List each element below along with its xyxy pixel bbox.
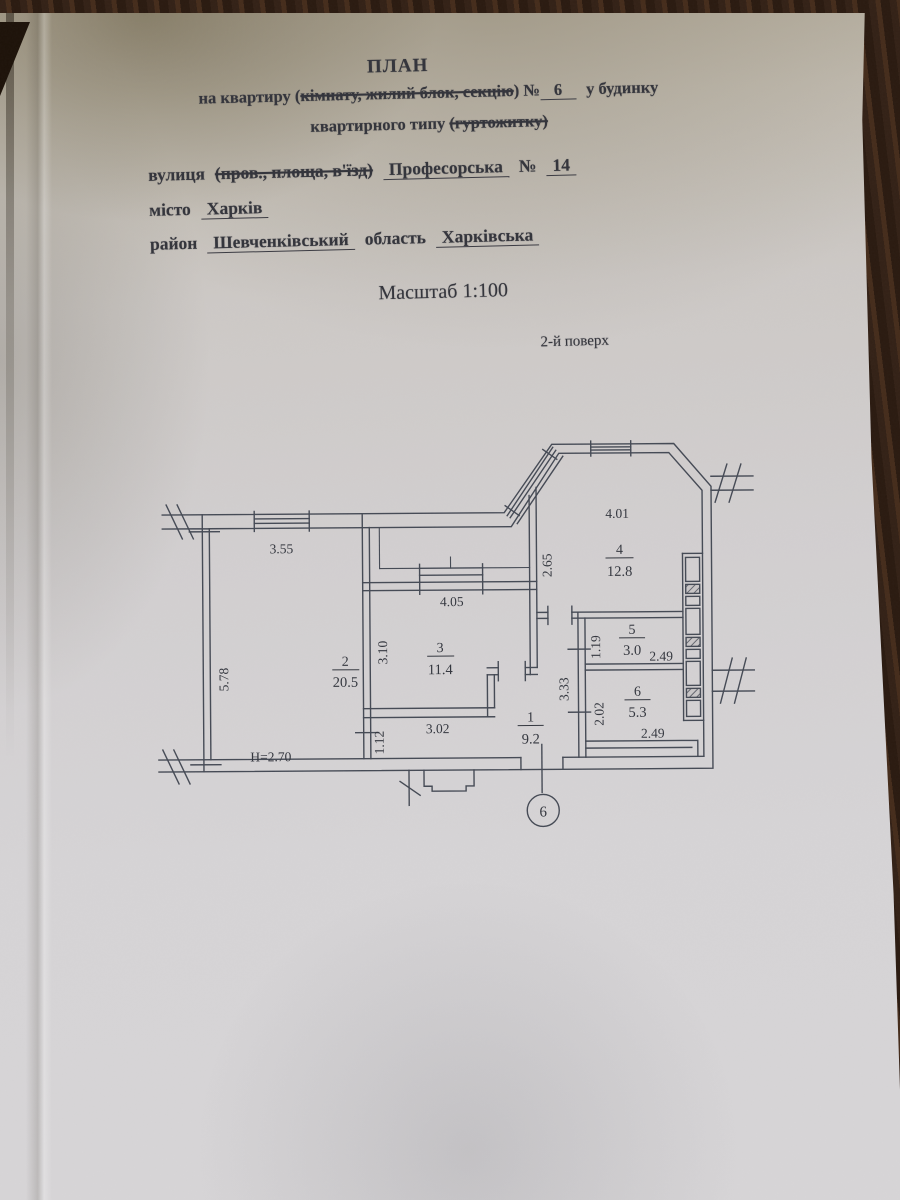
dim-r3-height: 3.10 <box>375 640 390 664</box>
wall-break-top-left <box>165 504 195 540</box>
room4-area: 12.8 <box>607 564 632 580</box>
dim-r2-window: 3.55 <box>270 541 294 556</box>
room5-number: 5 <box>628 623 635 638</box>
dim-r3-width: 4.05 <box>440 594 464 609</box>
room5-area: 3.0 <box>623 643 641 659</box>
room2-number: 2 <box>342 655 349 670</box>
window-bay-top <box>589 440 632 457</box>
dim-r6-width: 2.49 <box>641 726 665 741</box>
dim-r4-left: 2.65 <box>539 553 554 577</box>
district-name: Шевченківський <box>207 228 355 254</box>
wall-break-right-mid <box>711 657 756 705</box>
bottom-wall-inner <box>158 755 705 761</box>
room1-area: 9.2 <box>522 731 540 747</box>
wall-break-bottom-left <box>161 749 192 785</box>
room6-area: 5.3 <box>628 705 646 721</box>
room4-bottom-wall <box>536 605 684 626</box>
wall-break-top-right <box>710 463 754 504</box>
floor-plan-drawing: 3.55 5.78 2 20.5 Н=2.70 4.05 3.10 3 11.4… <box>139 418 782 842</box>
vent-shaft-column <box>681 552 705 722</box>
apartment-number: 6 <box>539 79 577 101</box>
region-name: Харківська <box>435 224 540 248</box>
floor-note: 2-й поверх <box>540 332 610 351</box>
struck-options: кімнату, жилий блок, секцію <box>300 80 514 106</box>
dim-r2-height: 5.78 <box>216 668 231 692</box>
left-wall <box>161 514 212 773</box>
walls <box>158 440 756 828</box>
dim-r3-bottom: 3.02 <box>426 721 450 736</box>
loggia-outline <box>378 527 531 570</box>
rooms56-left-wall <box>577 611 587 758</box>
street-name: Професорська <box>382 156 510 181</box>
house-number: 14 <box>546 154 577 177</box>
room3-number: 3 <box>437 641 444 656</box>
struck-dormitory: (гуртожитку) <box>449 111 549 133</box>
dim-r5-width: 2.49 <box>649 649 673 664</box>
dim-r4-width: 4.01 <box>605 506 629 521</box>
dim-r1-right: 3.33 <box>556 677 571 701</box>
entrance-door <box>520 743 564 794</box>
room5-room6-divider <box>584 662 684 671</box>
room3-bottom-wall <box>362 707 496 719</box>
room1-number: 1 <box>527 710 534 725</box>
room3-area: 11.4 <box>428 662 454 678</box>
room3-right-lower-wall <box>486 674 496 718</box>
dim-r1-left: 1.12 <box>372 731 387 755</box>
struck-street-types: (пров., площа, в'їзд) <box>214 159 374 184</box>
ceiling-height-note: Н=2.70 <box>250 749 291 764</box>
room6-number: 6 <box>634 685 641 700</box>
room6-bottom-wall <box>585 739 699 758</box>
dim-r5-left: 1.19 <box>588 635 603 659</box>
floor-plan-svg: 3.55 5.78 2 20.5 Н=2.70 4.05 3.10 3 11.4… <box>158 440 756 828</box>
dim-r6-left: 2.02 <box>592 702 607 726</box>
porch-break-mark <box>399 769 422 807</box>
paper-left-edge-shadow <box>6 0 14 760</box>
room2-area: 20.5 <box>333 675 358 691</box>
paper-fold-crease <box>26 0 52 1200</box>
room2-room3-wall <box>361 512 372 760</box>
city-name: Харків <box>200 196 269 220</box>
room4-number: 4 <box>616 543 623 558</box>
entrance-porch <box>423 769 475 792</box>
unit-number-text: 6 <box>539 804 547 820</box>
table-edge-top <box>0 0 900 13</box>
